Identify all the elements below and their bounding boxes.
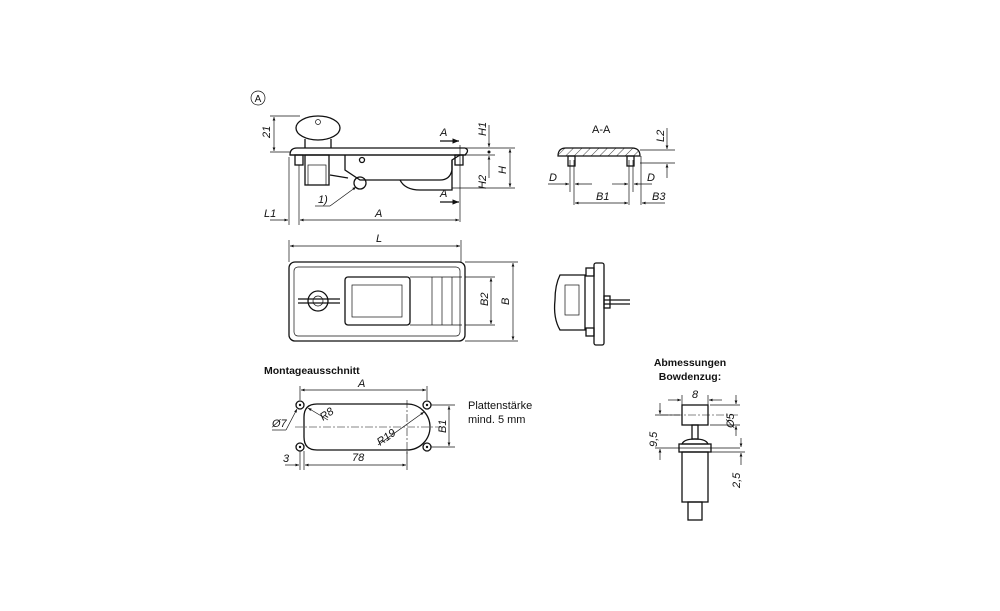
lock-cylinder bbox=[304, 154, 330, 186]
svg-text:L1: L1 bbox=[264, 208, 276, 220]
side-view: 21 A A H1 H H2 1) L1 A bbox=[261, 115, 515, 225]
mounting-cutout: Montageausschnitt A Ø7 R8 R19 B1 3 78 bbox=[264, 365, 455, 470]
svg-text:Montageausschnitt: Montageausschnitt bbox=[264, 365, 360, 377]
svg-text:B3: B3 bbox=[652, 191, 666, 203]
svg-text:Abmessungen: Abmessungen bbox=[654, 357, 726, 369]
svg-text:B: B bbox=[500, 298, 512, 305]
svg-text:B2: B2 bbox=[479, 293, 491, 306]
svg-text:R19: R19 bbox=[375, 427, 398, 448]
svg-text:8: 8 bbox=[692, 389, 699, 401]
svg-text:1): 1) bbox=[318, 194, 328, 206]
svg-text:Ø5: Ø5 bbox=[725, 412, 737, 429]
svg-text:D: D bbox=[549, 172, 557, 184]
svg-text:L: L bbox=[376, 233, 382, 245]
top-view: L B2 B bbox=[288, 233, 518, 342]
svg-text:A: A bbox=[439, 188, 447, 200]
svg-text:78: 78 bbox=[352, 452, 365, 464]
svg-text:Bowdenzug:: Bowdenzug: bbox=[659, 371, 721, 383]
view-marker-a: A bbox=[250, 90, 266, 106]
handle bbox=[344, 276, 411, 326]
svg-text:A: A bbox=[374, 208, 382, 220]
svg-text:L2: L2 bbox=[655, 130, 667, 142]
key-slot bbox=[307, 290, 329, 312]
svg-text:D: D bbox=[647, 172, 655, 184]
svg-text:A: A bbox=[255, 94, 262, 105]
plate-thickness-note: Plattenstärke mind. 5 mm bbox=[468, 400, 532, 426]
key-head bbox=[295, 115, 341, 141]
svg-text:Ø7: Ø7 bbox=[271, 418, 288, 430]
svg-text:A-A: A-A bbox=[592, 124, 611, 136]
svg-text:3: 3 bbox=[283, 453, 290, 465]
svg-text:9,5: 9,5 bbox=[648, 431, 660, 447]
svg-text:R8: R8 bbox=[318, 405, 337, 423]
section-view-a-a: A-A L2 D D B1 B3 bbox=[548, 124, 675, 205]
svg-text:A: A bbox=[439, 127, 447, 139]
svg-text:B1: B1 bbox=[596, 191, 609, 203]
svg-text:B1: B1 bbox=[437, 420, 449, 433]
bowden-cable-dimensions: Abmessungen Bowdenzug: 8 Ø5 9,5 2,5 bbox=[648, 357, 745, 521]
svg-text:A: A bbox=[357, 378, 365, 390]
end-view bbox=[553, 262, 630, 346]
svg-text:Plattenstärke: Plattenstärke bbox=[468, 400, 532, 412]
svg-text:H2: H2 bbox=[477, 175, 489, 189]
svg-text:H1: H1 bbox=[477, 122, 489, 136]
svg-text:21: 21 bbox=[261, 126, 273, 139]
svg-text:H: H bbox=[497, 166, 509, 174]
svg-text:2,5: 2,5 bbox=[731, 472, 743, 489]
svg-text:mind. 5 mm: mind. 5 mm bbox=[468, 414, 525, 426]
